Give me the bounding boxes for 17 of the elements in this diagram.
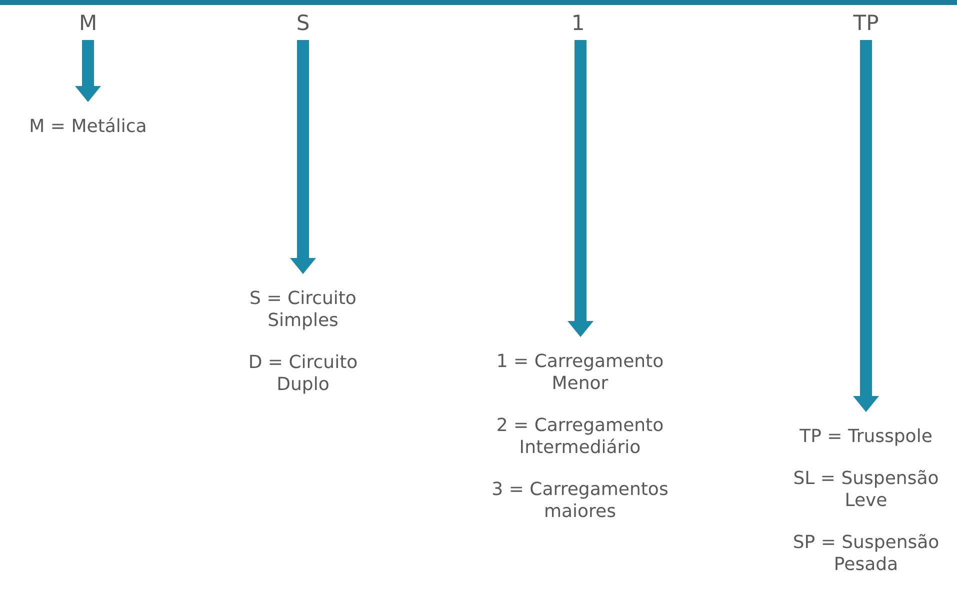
code-definition: 3 = Carregamentos maiores — [490, 479, 670, 523]
code-definition: 2 = Carregamento Intermediário — [495, 415, 665, 459]
arrow — [290, 40, 316, 274]
code-letter: TP — [853, 10, 879, 36]
code-definition: SL = Suspensão Leve — [792, 468, 940, 512]
code-definition: M = Metálica — [29, 116, 147, 138]
code-definition: TP = Trusspole — [800, 426, 932, 448]
code-definition: D = Circuito Duplo — [247, 352, 359, 396]
arrow — [568, 40, 594, 337]
code-letter: S — [296, 10, 310, 36]
code-definition: S = Circuito Simples — [248, 288, 358, 332]
code-letter: 1 — [571, 10, 585, 36]
code-definition: SP = Suspensão Pesada — [792, 532, 940, 576]
arrow — [75, 40, 101, 102]
arrow — [853, 40, 879, 412]
code-definition: 1 = Carregamento Menor — [495, 351, 665, 395]
code-letter: M — [78, 10, 98, 36]
